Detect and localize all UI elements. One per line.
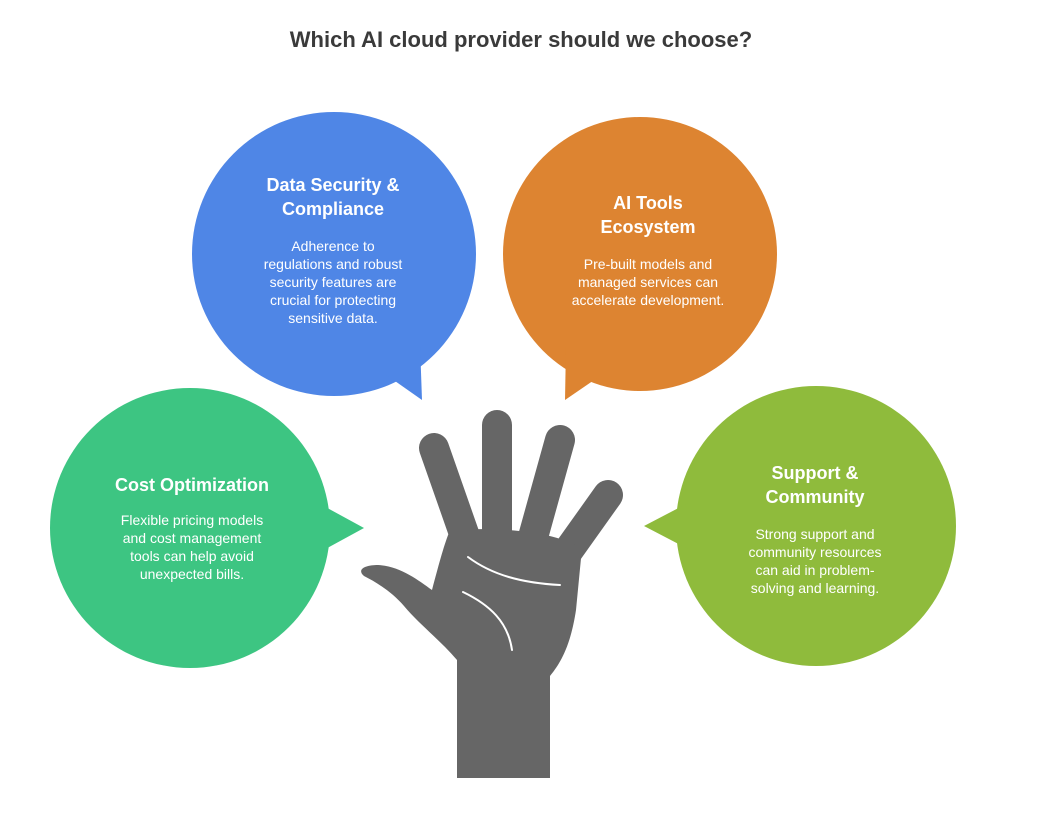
tools-desc: Pre-built models and managed services ca… bbox=[571, 256, 725, 308]
support-bubble bbox=[644, 386, 956, 666]
cost-title: Cost Optimization bbox=[115, 475, 269, 495]
support-desc: Strong support and community resources c… bbox=[748, 526, 882, 596]
security-bubble bbox=[192, 112, 476, 400]
security-title: Data Security & Compliance bbox=[266, 175, 400, 219]
support-title: Support & Community bbox=[765, 463, 865, 507]
hand-icon bbox=[361, 410, 623, 778]
security-text: Data Security & Compliance Adherence to … bbox=[250, 173, 416, 327]
tools-bubble bbox=[503, 117, 777, 400]
cost-bubble bbox=[50, 388, 364, 668]
support-text: Support & Community Strong support and c… bbox=[730, 461, 900, 597]
tools-text: AI Tools Ecosystem Pre-built models and … bbox=[560, 191, 736, 309]
cost-desc: Flexible pricing models and cost managem… bbox=[120, 512, 264, 582]
cost-text: Cost Optimization Flexible pricing model… bbox=[92, 473, 292, 583]
tools-title: AI Tools Ecosystem bbox=[600, 193, 696, 237]
page-title: Which AI cloud provider should we choose… bbox=[289, 27, 753, 52]
security-desc: Adherence to regulations and robust secu… bbox=[263, 238, 403, 326]
